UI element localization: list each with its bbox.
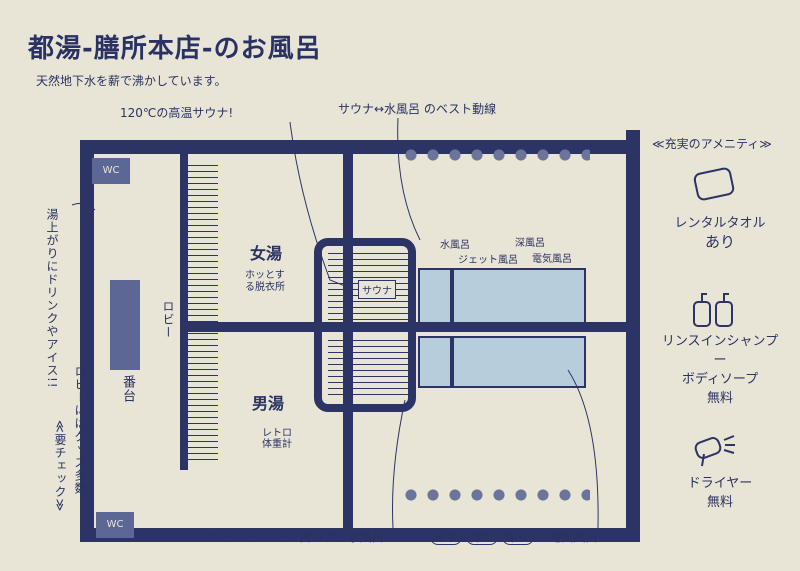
page-title: 都湯-膳所本店-のお風呂	[28, 34, 322, 64]
electric-bath-label: 電気風呂	[532, 254, 572, 265]
electric-suffix: の電気風呂	[537, 530, 598, 544]
jet-bath-label: ジェット風呂	[458, 255, 518, 266]
callout-route: サウナ↔水風呂 のベスト動線	[338, 102, 497, 116]
bottles-icon	[693, 293, 733, 327]
dryer-icon	[694, 435, 735, 467]
callout-drinks: 湯上がりにドリンクやアイス!!	[45, 208, 59, 389]
wc-bottom: WC	[96, 512, 134, 538]
womens-bath-label: 女湯	[250, 244, 283, 263]
callout-overflow: オーバーフロー! 掛け流し水風呂	[208, 530, 384, 544]
lobby-label: ロビー	[161, 300, 175, 339]
amenity-shampoo: リンスインシャンプーボディソープ無料	[660, 332, 780, 408]
amenity-line: あり	[704, 233, 735, 251]
amenity-line: 無料	[706, 495, 733, 510]
bandai-label: 番台	[120, 375, 135, 403]
amenity-dryer: ドライヤー無料	[660, 472, 780, 510]
cold-bath-label: 水風呂	[440, 240, 470, 251]
callout-sauna: 120℃の高温サウナ!	[120, 106, 234, 120]
badge-knead: 揉む	[465, 529, 498, 545]
amenity-line: ドライヤー	[687, 476, 753, 491]
changing-room-label: ホッとする脱衣所	[245, 270, 285, 293]
amenity-towel: レンタルタオルあり	[660, 212, 780, 252]
callout-electric: 押す 揉む 叩く の電気風呂	[430, 528, 598, 545]
retro-scale-label: レトロ体重計	[262, 428, 292, 450]
badge-push: 押す	[430, 529, 463, 545]
mens-bath-label: 男湯	[252, 394, 285, 413]
deep-bath-label: 深風呂	[515, 238, 545, 249]
sauna-label: サウナ	[358, 280, 396, 299]
amenity-line: レンタルタオル	[674, 216, 766, 231]
amenity-line: リンスインシャンプー	[661, 334, 779, 368]
towel-icon	[693, 167, 735, 201]
subtitle: 天然地下水を薪で沸かしています。	[36, 74, 227, 88]
callout-goods: ロビーにはグッズ多数	[73, 365, 87, 495]
wc-top: WC	[92, 158, 130, 184]
badge-tap: 叩く	[501, 529, 534, 545]
amenities-heading: ≪充実のアメニティ≫	[652, 137, 772, 151]
amenity-line: 無料	[706, 391, 733, 406]
amenity-line: ボディソープ	[681, 372, 759, 387]
callout-check: ≪要チェック≫	[53, 420, 67, 513]
